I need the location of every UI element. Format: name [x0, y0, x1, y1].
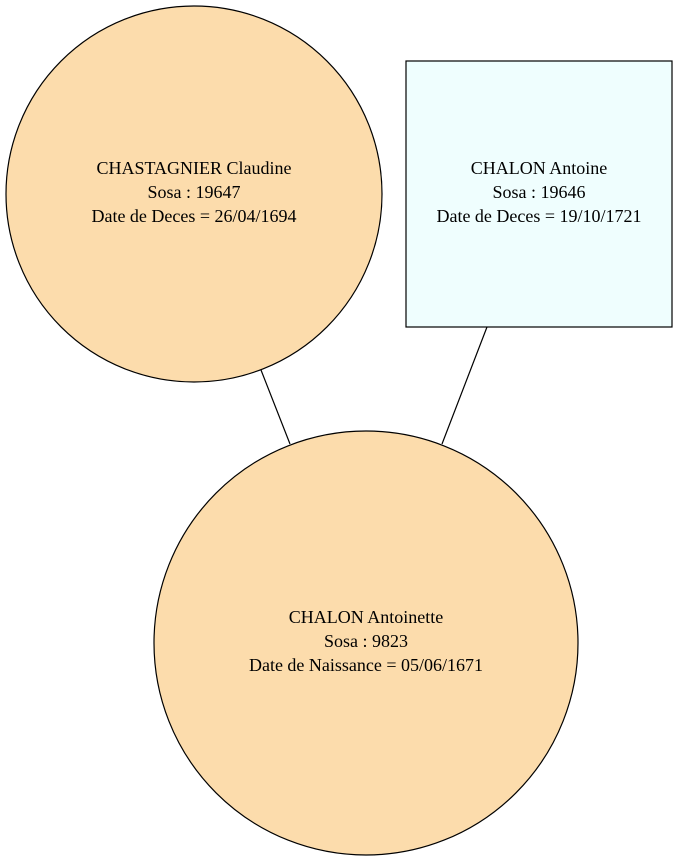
edge-mother-to-child — [260, 369, 291, 445]
person-name: CHALON Antoinette — [289, 607, 444, 627]
event-date: Date de Deces = 26/04/1694 — [91, 206, 296, 226]
sosa-number: Sosa : 9823 — [324, 631, 408, 651]
person-node-mother[interactable]: CHASTAGNIER Claudine Sosa : 19647 Date d… — [5, 5, 383, 383]
edge-father-to-child — [441, 326, 488, 445]
female-circle-shape — [153, 430, 579, 856]
event-date: Date de Naissance = 05/06/1671 — [249, 655, 483, 675]
male-box-shape — [405, 60, 673, 328]
person-name: CHASTAGNIER Claudine — [96, 158, 291, 178]
person-name: CHALON Antoine — [471, 158, 608, 178]
person-node-child[interactable]: CHALON Antoinette Sosa : 9823 Date de Na… — [153, 430, 579, 856]
person-node-father[interactable]: CHALON Antoine Sosa : 19646 Date de Dece… — [405, 60, 673, 328]
sosa-number: Sosa : 19646 — [492, 182, 585, 202]
sosa-number: Sosa : 19647 — [147, 182, 240, 202]
female-circle-shape — [5, 5, 383, 383]
event-date: Date de Deces = 19/10/1721 — [436, 206, 641, 226]
